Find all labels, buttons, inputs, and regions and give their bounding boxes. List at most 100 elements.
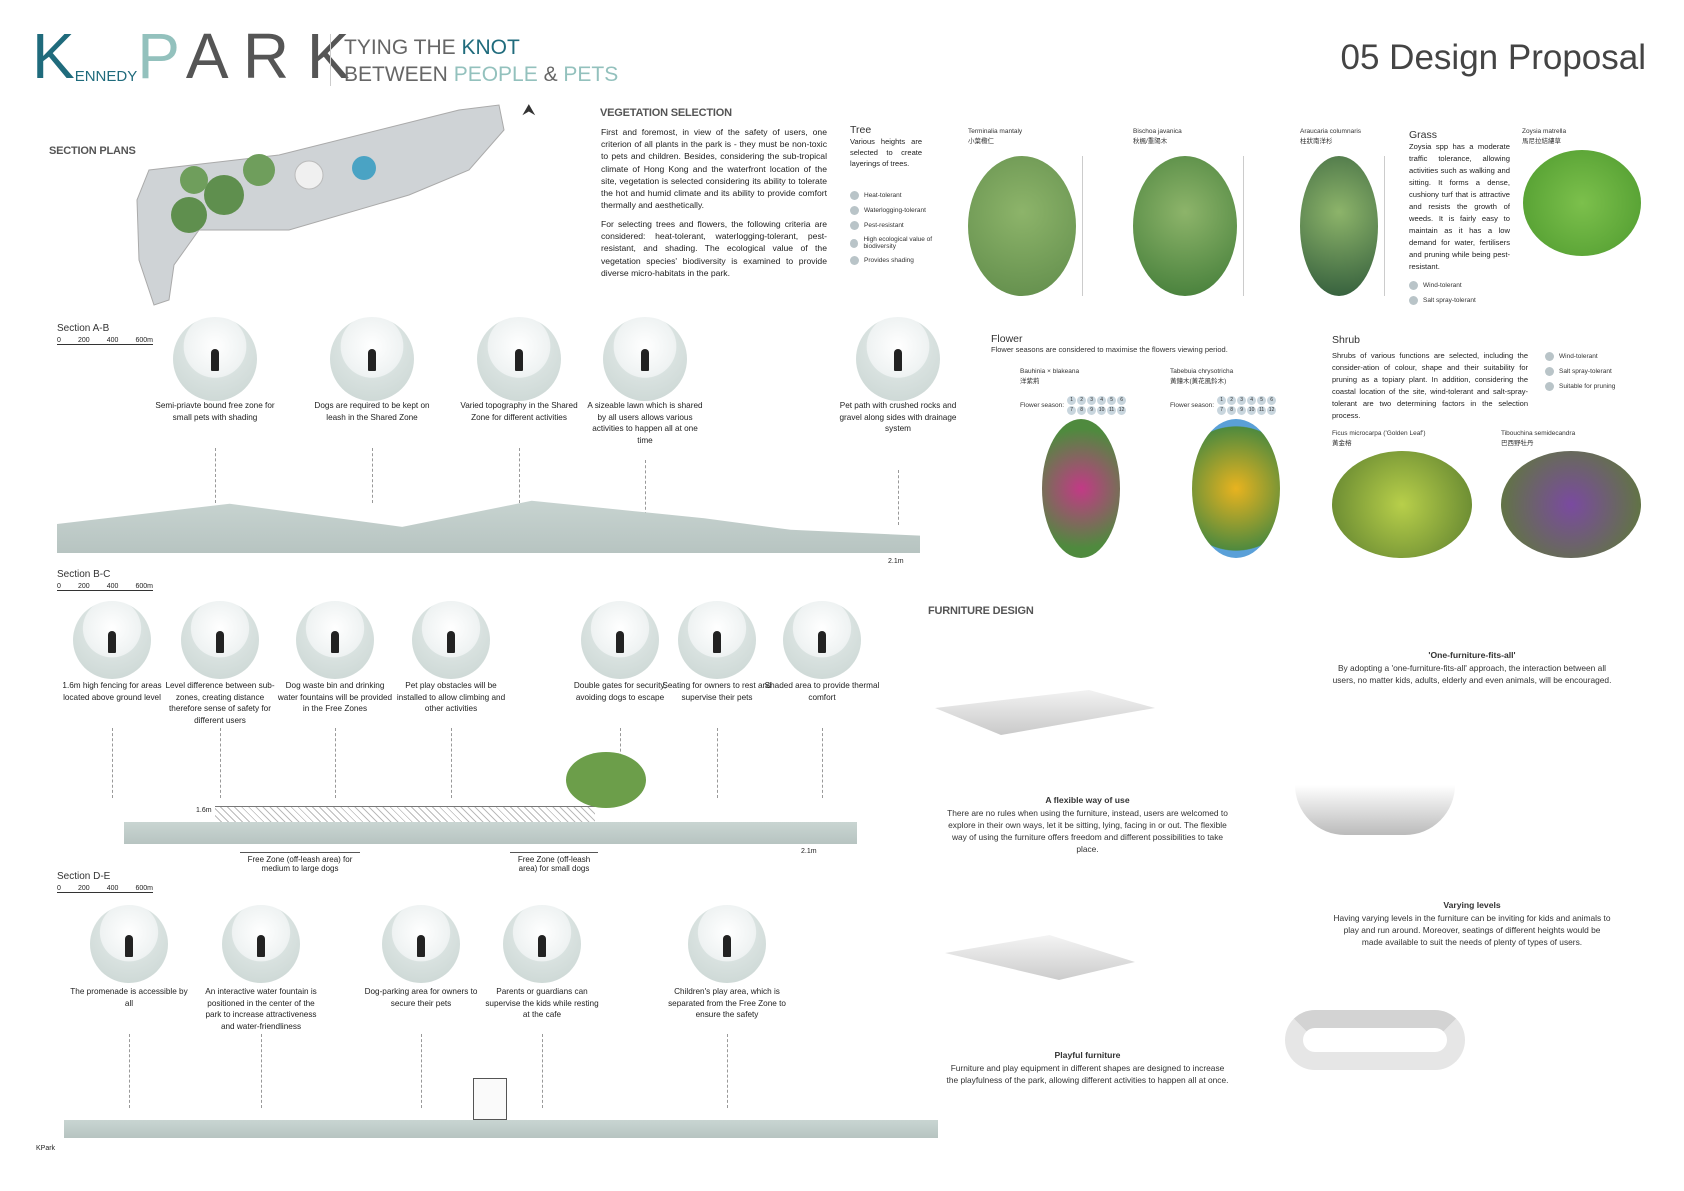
legend-label: High ecological value of biodiversity	[863, 236, 933, 250]
furniture-block-text: There are no rules when using the furnit…	[947, 808, 1228, 854]
furniture-block-title: Playful furniture	[1054, 1050, 1121, 1060]
month-badge: 2	[1077, 396, 1087, 405]
month-badge: 9	[1237, 406, 1247, 415]
flower-season-label: Flower season:	[1170, 402, 1215, 409]
month-badge: 9	[1087, 406, 1097, 415]
flower-desc: Flower seasons are considered to maximis…	[991, 345, 1228, 354]
leader-line	[451, 728, 452, 798]
section-caption: Level difference between sub-zones, crea…	[165, 681, 275, 725]
legend-label: Heat-tolerant	[864, 192, 902, 199]
section-de-ground	[64, 1120, 938, 1138]
logo-p: P	[137, 20, 180, 92]
section-illustration	[173, 317, 257, 401]
legend-item: Salt spray-tolerant	[1545, 367, 1665, 376]
scale-tick: 0	[57, 337, 61, 344]
legend-item: Heat-tolerant	[850, 191, 960, 200]
species-name: Bischoa javanica	[1133, 128, 1182, 135]
leader-line	[519, 448, 520, 503]
species-name: Tibouchina semidecandra	[1501, 430, 1576, 437]
legend-label: Salt spray-tolerant	[1559, 368, 1612, 375]
section-caption: Pet play obstacles will be installed to …	[396, 681, 506, 713]
section-label: Section B-C	[57, 569, 111, 580]
species-cn: 黃金榕	[1332, 440, 1352, 447]
scale-tick: 200	[77, 885, 90, 892]
furniture-block-title: A flexible way of use	[1045, 795, 1130, 805]
section-ab-ground	[57, 500, 920, 553]
species-name: Tabebuia chrysotricha	[1170, 368, 1234, 375]
shrub-photo	[1501, 451, 1641, 558]
leader-line	[220, 728, 221, 798]
section-caption: A sizeable lawn which is shared by all u…	[587, 401, 703, 445]
figure-icon	[640, 348, 649, 371]
scale-tick: 400	[106, 885, 119, 892]
tree-height-line	[1384, 156, 1385, 296]
legend-item: Provides shading	[850, 256, 960, 265]
leader-line	[645, 460, 646, 515]
species-name: Zoysia matrella	[1522, 128, 1567, 135]
month-badge: 3	[1087, 396, 1097, 405]
figure-icon	[417, 934, 426, 957]
section-caption: 1.6m high fencing for areas located abov…	[62, 681, 162, 702]
section-caption: Shaded area to provide thermal comfort	[764, 681, 880, 702]
section-caption: Semi-priavte bound free zone for small p…	[155, 401, 275, 422]
tree-desc: Various heights are selected to create l…	[850, 137, 922, 168]
month-badge: 12	[1267, 406, 1277, 415]
flower-photo	[1042, 419, 1120, 558]
scale-bar: 0 200 400 600m	[57, 885, 153, 893]
flower-block: Flower Flower seasons are considered to …	[991, 333, 1291, 354]
section-caption: Dog-parking area for owners to secure th…	[364, 987, 478, 1008]
legend-icon	[850, 221, 859, 230]
leader-line	[542, 1034, 543, 1108]
scale-tick: 600m	[135, 885, 153, 892]
legend-label: Wind-tolerant	[1423, 282, 1462, 289]
section-illustration	[181, 601, 259, 679]
section-illustration	[856, 317, 940, 401]
furniture-block-title: 'One-furniture-fits-all'	[1428, 650, 1516, 660]
tree-illustration	[566, 752, 646, 808]
species-cn: 巴西野牡丹	[1501, 440, 1534, 447]
figure-icon	[331, 630, 340, 653]
section-illustration	[330, 317, 414, 401]
shrub-species-label: Tibouchina semidecandra 巴西野牡丹	[1501, 430, 1575, 447]
section-illustration	[783, 601, 861, 679]
legend-icon	[1409, 281, 1418, 290]
furniture-block-title: Varying levels	[1443, 900, 1501, 910]
section-illustration	[382, 905, 460, 983]
month-badge: 5	[1257, 396, 1267, 405]
flower-photo	[1192, 419, 1280, 558]
fence	[215, 806, 595, 822]
species-cn: 黃鐘木(黃花風鈴木)	[1170, 378, 1227, 385]
fence-height-label: 1.6m	[196, 807, 212, 814]
section-caption: Double gates for security, avoiding dogs…	[573, 681, 667, 702]
species-name: Ficus microcarpa ('Golden Leaf')	[1332, 430, 1426, 437]
furniture-block-text: By adopting a 'one-furniture-fits-all' a…	[1332, 663, 1612, 685]
month-badge: 8	[1227, 406, 1237, 415]
grass-title: Grass	[1409, 129, 1438, 141]
legend-icon	[1409, 296, 1418, 305]
grass-desc: Zoysia spp has a moderate traffic tolera…	[1409, 142, 1510, 271]
tree-intro: Tree Various heights are selected to cre…	[850, 124, 932, 271]
section-caption: Children's play area, which is separated…	[668, 987, 786, 1019]
legend-label: Provides shading	[864, 257, 914, 264]
section-illustration	[477, 317, 561, 401]
furniture-block-text: Furniture and play equipment in differen…	[946, 1063, 1229, 1085]
scale-tick: 0	[57, 885, 61, 892]
section-illustration	[73, 601, 151, 679]
legend-item: Wind-tolerant	[1545, 352, 1665, 361]
vegetation-paragraph-1: First and foremost, in view of the safet…	[601, 127, 827, 211]
legend-icon	[1545, 352, 1554, 361]
figure-icon	[108, 630, 117, 653]
tagline-text: &	[537, 63, 564, 86]
section-plans-label: SECTION PLANS	[49, 145, 136, 157]
leader-line	[261, 1034, 262, 1108]
scale-tick: 200	[77, 337, 90, 344]
legend-icon	[850, 256, 859, 265]
tree-photo	[968, 156, 1076, 296]
leader-line	[727, 1034, 728, 1108]
shrub-block: Shrub Shrubs of various functions are se…	[1332, 334, 1528, 422]
section-caption: Parents or guardians can supervise the k…	[485, 987, 599, 1019]
month-badge: 7	[1067, 406, 1077, 415]
section-illustration	[603, 317, 687, 401]
